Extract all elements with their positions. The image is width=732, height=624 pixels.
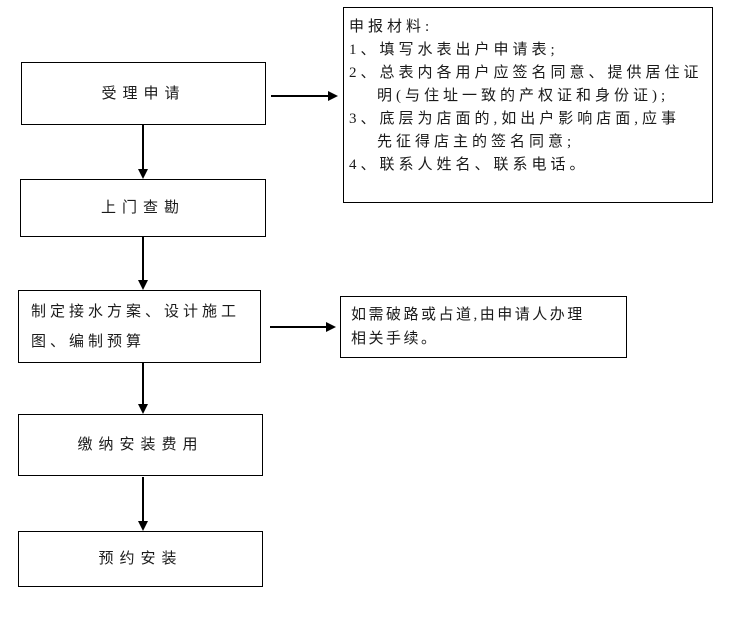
materials-note-box: 申报材料: 1、填写水表出户申请表; 2、总表内各用户应签名同意、提供居住证 明…	[343, 7, 713, 203]
step-label: 预约安装	[98, 551, 183, 567]
road-note-line-2: 相关手续。	[351, 331, 439, 347]
step-box-pay-fee: 缴纳安装费用	[18, 414, 263, 476]
materials-item-3: 3、底层为店面的,如出户影响店面,应事 先征得店主的签名同意;	[349, 108, 708, 154]
materials-note-title: 申报材料:	[349, 19, 434, 35]
step-label: 缴纳安装费用	[77, 437, 204, 453]
materials-item-line: 4、联系人姓名、联系电话。	[349, 157, 589, 173]
step-label: 上门查勘	[100, 200, 185, 216]
materials-item-1: 1、填写水表出户申请表;	[349, 39, 708, 62]
arrow-step3-to-step4	[138, 363, 148, 414]
arrow-step2-to-step3	[138, 237, 148, 290]
road-note-line-1: 如需破路或占道,由申请人办理	[351, 307, 585, 323]
step-box-onsite-survey: 上门查勘	[20, 179, 266, 237]
step-label-line-1: 制定接水方案、设计施工	[31, 303, 241, 320]
step-label-line-2: 图、编制预算	[31, 333, 146, 350]
materials-item-line: 3、底层为店面的,如出户影响店面,应事	[349, 111, 681, 127]
arrow-step3-to-road-note	[270, 322, 336, 332]
materials-item-4: 4、联系人姓名、联系电话。	[349, 154, 708, 177]
step-box-schedule-install: 预约安装	[18, 531, 263, 587]
materials-item-line-cont: 明(与住址一致的产权证和身份证);	[377, 88, 670, 104]
materials-item-line: 1、填写水表出户申请表;	[349, 42, 559, 58]
step-label: 受理申请	[101, 85, 186, 102]
road-permit-note-box: 如需破路或占道,由申请人办理 相关手续。	[340, 296, 627, 358]
materials-item-line: 2、总表内各用户应签名同意、提供居住证	[349, 65, 703, 81]
arrow-step4-to-step5	[138, 477, 148, 531]
materials-item-line-cont: 先征得店主的签名同意;	[377, 134, 576, 150]
step-box-accept-application: 受理申请	[21, 62, 266, 125]
step-box-make-plan: 制定接水方案、设计施工 图、编制预算	[18, 290, 261, 363]
arrow-step1-to-materials-note	[271, 91, 338, 101]
materials-item-2: 2、总表内各用户应签名同意、提供居住证 明(与住址一致的产权证和身份证);	[349, 62, 708, 108]
arrow-step1-to-step2	[138, 125, 148, 179]
